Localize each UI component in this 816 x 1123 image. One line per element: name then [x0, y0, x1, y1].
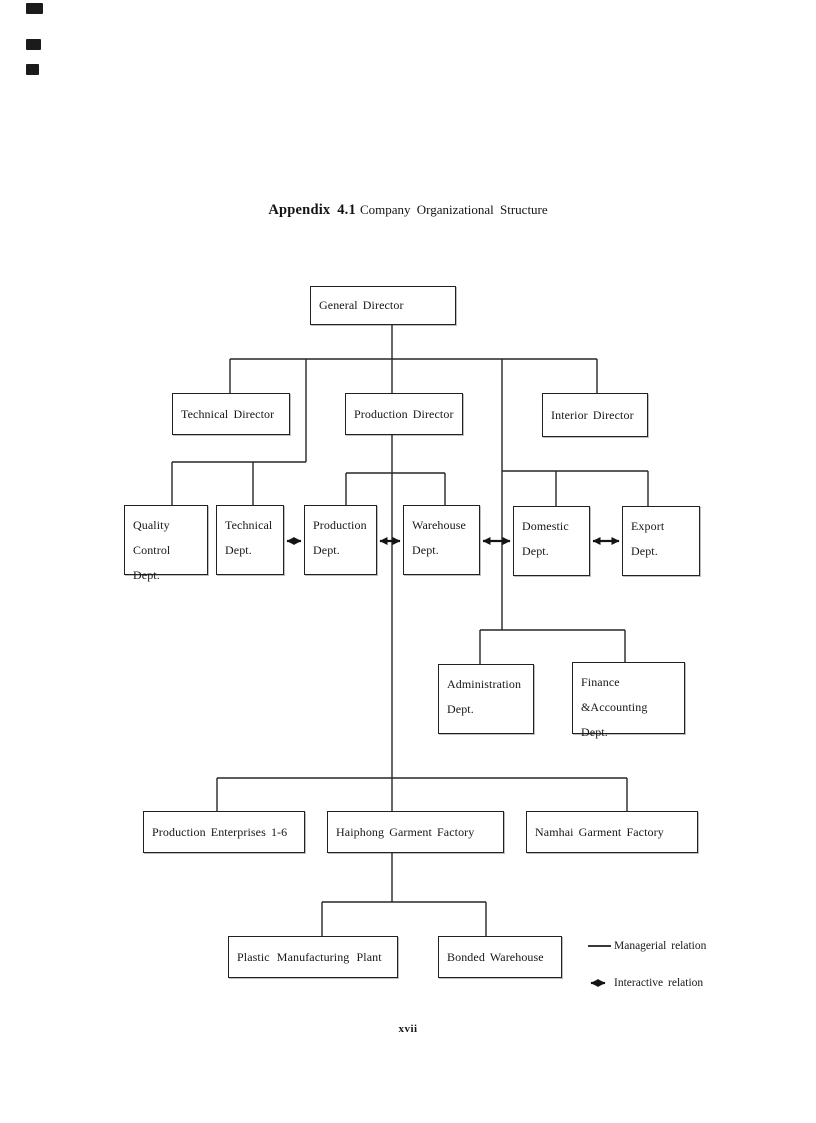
managerial-line-technical-group — [171, 461, 306, 505]
org-label-production-director: Production Director — [354, 406, 454, 421]
org-label-interior-director: Interior Director — [551, 407, 634, 422]
org-label-domestic-dept: Domestic Dept. — [522, 519, 569, 558]
org-box-production-enterprises: Production Enterprises 1-6 — [143, 811, 305, 853]
managerial-line-production-group — [345, 472, 446, 505]
org-box-haiphong-garment-factory: Haiphong Garment Factory — [327, 811, 504, 853]
legend-interactive-label: Interactive relation — [614, 977, 704, 989]
org-box-warehouse-dept: Warehouse Dept. — [403, 505, 480, 575]
managerial-line-admin-group — [479, 629, 626, 664]
org-label-production-dept: Production Dept. — [313, 518, 367, 557]
org-label-finance-accounting-dept: Finance &Accounting Dept. — [581, 675, 648, 739]
org-box-plastic-manufacturing-plant: Plastic Manufacturing Plant — [228, 936, 398, 978]
scan-artifact-3 — [26, 64, 39, 75]
title-text: Company Organizational Structure — [359, 202, 548, 217]
org-box-bonded-warehouse: Bonded Warehouse — [438, 936, 562, 978]
managerial-line-interior-group — [502, 470, 649, 506]
org-label-export-dept: Export Dept. — [631, 519, 665, 558]
org-label-production-enterprises: Production Enterprises 1-6 — [152, 824, 288, 839]
legend-managerial-label: Managerial relation — [614, 940, 707, 952]
org-box-technical-director: Technical Director — [172, 393, 290, 435]
scan-artifact-2 — [26, 39, 41, 50]
org-label-general-director: General Director — [319, 298, 404, 312]
org-label-plastic-manufacturing-plant: Plastic Manufacturing Plant — [237, 949, 382, 964]
title-appendix-number: Appendix 4.1 — [268, 202, 356, 218]
org-label-haiphong-garment-factory: Haiphong Garment Factory — [336, 824, 475, 839]
page-number: xvii — [398, 1023, 418, 1035]
org-label-technical-dept: Technical Dept. — [225, 518, 273, 557]
org-box-finance-accounting-dept: Finance &Accounting Dept. — [572, 662, 685, 739]
managerial-line-directors — [229, 358, 598, 630]
org-box-namhai-garment-factory: Namhai Garment Factory — [526, 811, 698, 853]
org-label-bonded-warehouse: Bonded Warehouse — [447, 949, 544, 964]
org-box-technical-dept: Technical Dept. — [216, 505, 284, 575]
org-label-administration-dept: Administration Dept. — [447, 677, 522, 716]
org-box-production-director: Production Director — [345, 393, 463, 435]
org-label-quality-control-dept: Quality Control Dept. — [133, 518, 171, 582]
org-box-quality-control-dept: Quality Control Dept. — [124, 505, 208, 582]
org-label-namhai-garment-factory: Namhai Garment Factory — [535, 824, 664, 839]
org-box-administration-dept: Administration Dept. — [438, 664, 534, 734]
managerial-line-haiphong-group — [321, 901, 487, 936]
org-box-domestic-dept: Domestic Dept. — [513, 506, 590, 576]
org-box-general-director: General Director — [310, 286, 456, 325]
scan-artifact-1 — [26, 3, 43, 14]
managerial-line-factories-group — [216, 777, 628, 811]
org-box-interior-director: Interior Director — [542, 393, 648, 437]
org-label-technical-director: Technical Director — [181, 406, 275, 421]
org-box-export-dept: Export Dept. — [622, 506, 700, 576]
org-label-warehouse-dept: Warehouse Dept. — [412, 518, 466, 557]
org-box-production-dept: Production Dept. — [304, 505, 377, 575]
